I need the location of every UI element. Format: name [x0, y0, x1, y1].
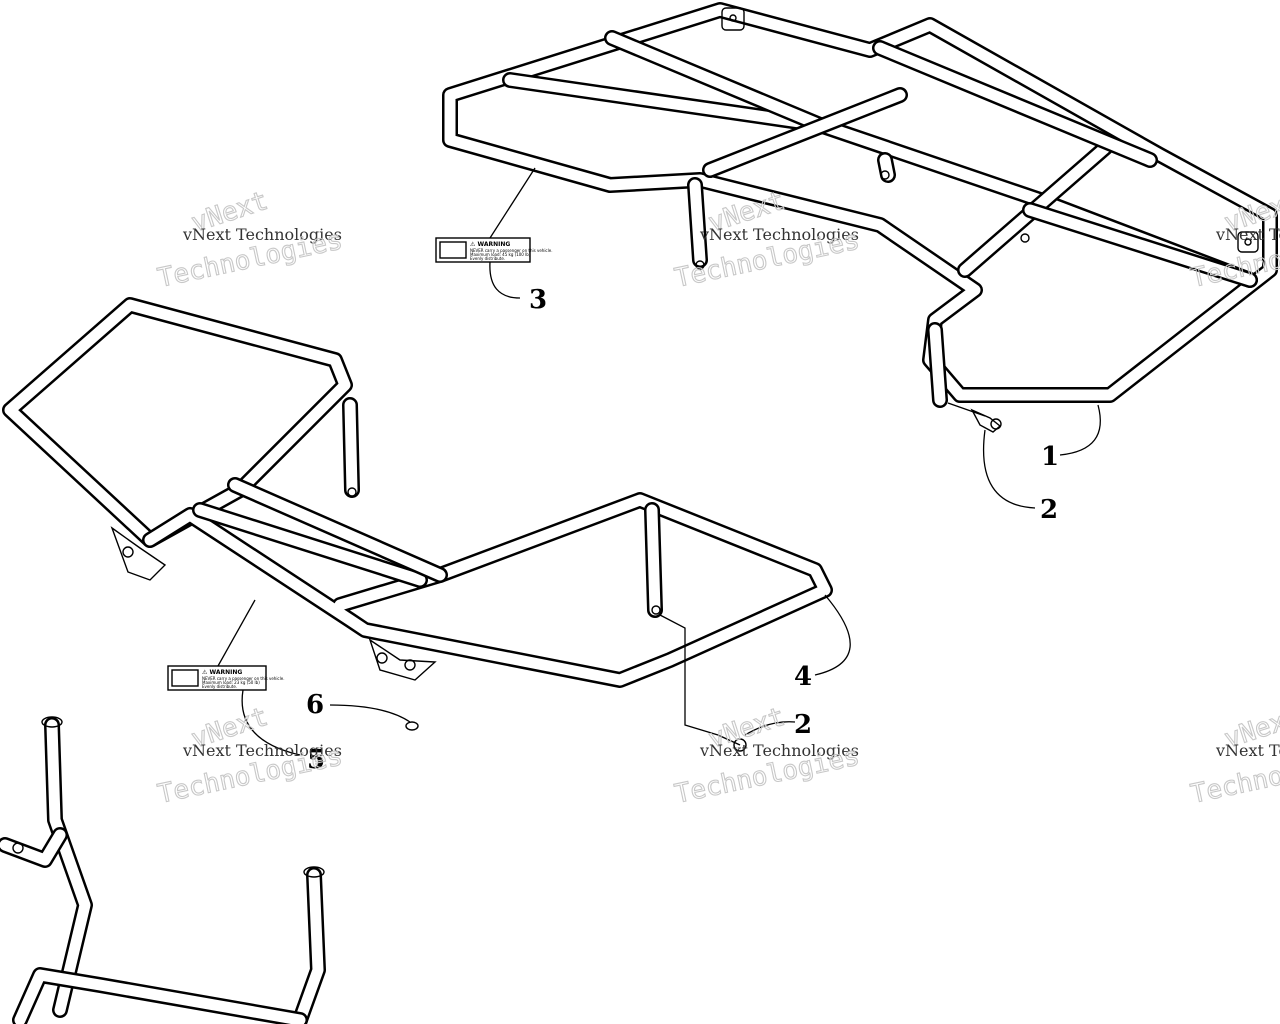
warning-label-rear-line-1: NEVER carry a passenger on this vehicle.: [470, 248, 552, 253]
watermark-text: vNext Technologies: [182, 225, 342, 244]
watermark-bottom-right: vNext vNext Technologies Technologies: [1188, 701, 1280, 810]
warning-label-front-title: ⚠ WARNING: [202, 669, 242, 676]
leader-lines: [217, 167, 1101, 756]
watermark-text: vNext Technologies: [1215, 741, 1280, 760]
watermark-bottom-center: vNext vNext Technologies Technologies: [672, 701, 863, 810]
callout-1: 1: [1041, 442, 1059, 472]
frame-section: [0, 716, 326, 1024]
warning-label-rear[interactable]: ⚠ WARNING NEVER carry a passenger on thi…: [435, 237, 552, 263]
watermark-text: vNext Technologies: [699, 741, 859, 760]
callout-2-front: 2: [794, 710, 812, 740]
warning-label-front-line-2: Maximum load: 23 kg (50 lb): [202, 680, 260, 685]
warning-label-front-line-3: Evenly distribute.: [202, 684, 237, 689]
watermark-text: vNext Technologies: [699, 225, 859, 244]
rear-rack[interactable]: [442, 2, 1278, 408]
warning-label-rear-line-2: Maximum load: 45 kg (100 lb): [470, 252, 531, 257]
nut-6[interactable]: [405, 721, 419, 731]
bolt-2-rear[interactable]: [947, 402, 1002, 433]
callout-3: 3: [529, 285, 547, 315]
front-rack[interactable]: [2, 297, 833, 688]
watermark-text: vNext Technologies: [182, 741, 342, 760]
warning-label-rear-line-3: Evenly distribute.: [470, 256, 505, 261]
watermark-text: vNext Technologies: [1215, 225, 1280, 244]
bolt-2-front[interactable]: [717, 734, 747, 752]
warning-label-rear-title: ⚠ WARNING: [470, 241, 510, 248]
callout-2: 2: [1040, 495, 1058, 525]
warning-label-front-line-1: NEVER carry a passenger on this vehicle.: [202, 676, 284, 681]
callout-6: 6: [306, 690, 324, 720]
watermark-top-left: vNext vNext Technologies Technologies: [155, 185, 346, 294]
callout-numbers: 1 2 3 4 5 6 2: [306, 285, 1059, 775]
warning-label-front[interactable]: ⚠ WARNING NEVER carry a passenger on thi…: [167, 665, 284, 691]
callout-5: 5: [307, 745, 325, 775]
callout-4: 4: [794, 662, 812, 692]
